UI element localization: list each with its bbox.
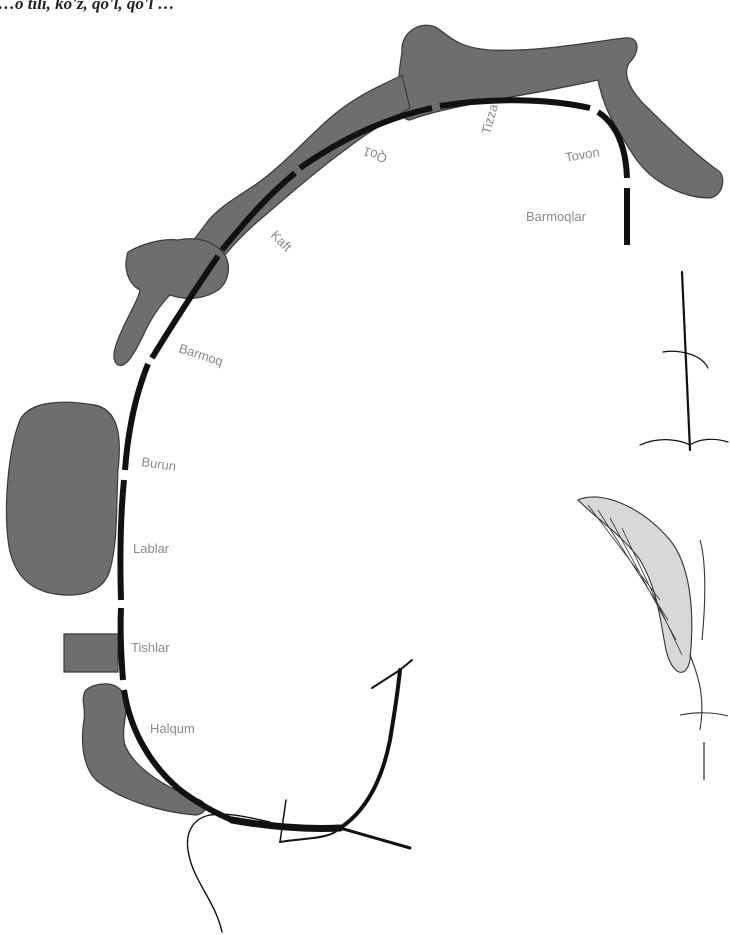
- hand-shape: [114, 239, 229, 366]
- arm-shape: [178, 75, 410, 268]
- label-tovon: Tovon: [564, 144, 601, 165]
- label-kaft: Kaft: [268, 228, 295, 255]
- neuron-figure: [187, 660, 412, 932]
- teeth-shape: [64, 634, 118, 672]
- homunculus-figure: [7, 25, 723, 815]
- leg-shape: [398, 25, 722, 198]
- label-halqum: Halqum: [150, 721, 195, 736]
- label-qo1: Qo1: [361, 144, 389, 167]
- label-barmoqlar: Barmoqlar: [526, 209, 587, 224]
- band-tishlar: [121, 608, 123, 680]
- region-labels: Barmoqlar Tovon Tizza Qo1 Kaft Barmoq Bu…: [131, 102, 601, 736]
- label-tishlar: Tishlar: [131, 640, 170, 655]
- brainstem-sketch: [578, 497, 728, 780]
- band-tizza: [440, 100, 590, 108]
- band-lablar: [120, 480, 124, 600]
- label-burun: Burun: [141, 454, 177, 474]
- label-barmoq: Barmoq: [177, 341, 225, 369]
- spinal-sketch: [640, 272, 728, 450]
- face-shape: [7, 402, 120, 595]
- label-lablar: Lablar: [133, 541, 170, 556]
- label-tizza: Tizza: [478, 102, 501, 136]
